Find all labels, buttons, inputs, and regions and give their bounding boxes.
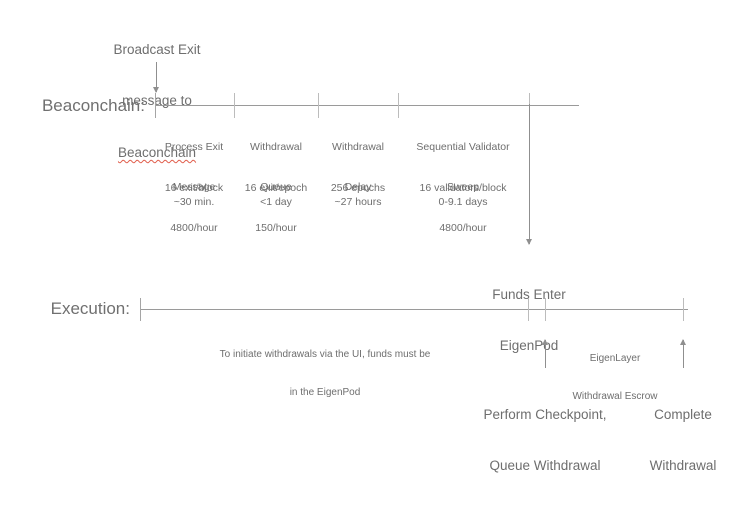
funds-enter-line1: Funds Enter xyxy=(492,286,566,302)
complete-line2: Withdrawal xyxy=(649,458,717,474)
segment-2-title-line2: Delay xyxy=(344,181,372,194)
segment-3-rate-line1: 16 validators/block xyxy=(419,181,507,194)
complete-line1: Complete xyxy=(654,406,712,422)
segment-0-title-line1: Process Exit xyxy=(164,140,224,153)
checkpoint-line1: Perform Checkpoint, xyxy=(483,406,607,422)
segment-1-rate-line1: 16 exit/epoch xyxy=(244,181,308,194)
eigenlayer-withdrawal-escrow-label: EigenLayer Withdrawal Escrow xyxy=(555,327,675,429)
beaconchain-segment-0-title: Process Exit Message xyxy=(151,114,237,222)
beaconchain-row-label: Beaconchain: xyxy=(41,96,145,115)
beaconchain-segment-1-title: Withdrawal Queue xyxy=(233,114,319,222)
beaconchain-tick-0 xyxy=(155,93,156,118)
beaconchain-segment-2-title: Withdrawal Delay xyxy=(315,114,401,222)
complete-withdrawal-label: Complete Withdrawal xyxy=(633,371,733,509)
beaconchain-segment-0-duration: ~30 min. xyxy=(173,196,215,208)
checkpoint-line2: Queue Withdrawal xyxy=(489,458,601,474)
segment-0-rate-line1: 16 exit/block xyxy=(164,181,224,194)
beaconchain-segment-2-duration: ~27 hours xyxy=(334,196,382,208)
broadcast-exit-callout: Broadcast Exit message to Beaconchain xyxy=(92,6,222,196)
execution-timeline-axis xyxy=(140,309,688,310)
execution-note-line2: in the EigenPod xyxy=(289,386,361,398)
funds-enter-eigenpod-arrow xyxy=(526,104,532,245)
perform-checkpoint-label: Perform Checkpoint, Queue Withdrawal xyxy=(470,371,620,509)
beaconchain-tick-3 xyxy=(398,93,399,118)
beaconchain-timeline-axis xyxy=(155,105,579,106)
execution-eigenpod-note: To initiate withdrawals via the UI, fund… xyxy=(195,323,455,425)
escrow-line1: EigenLayer xyxy=(589,352,641,364)
beaconchain-segment-3-title: Sequential Validator Sweep xyxy=(398,114,528,222)
execution-row-label: Execution: xyxy=(50,299,130,318)
beaconchain-tick-1 xyxy=(234,93,235,118)
beaconchain-segment-0-rate: 16 exit/block 4800/hour xyxy=(151,155,237,263)
beaconchain-segment-3-rate: 16 validators/block 4800/hour xyxy=(398,155,528,263)
broadcast-exit-line2: message to xyxy=(122,93,192,109)
broadcast-exit-line1: Broadcast Exit xyxy=(113,41,201,57)
segment-1-title-line1: Withdrawal xyxy=(250,140,302,153)
segment-1-rate-line2: 150/hour xyxy=(255,222,297,235)
segment-3-title-line2: Sweep xyxy=(446,181,480,194)
execution-note-line1: To initiate withdrawals via the UI, fund… xyxy=(219,348,431,360)
execution-tick-complete xyxy=(683,298,684,321)
broadcast-exit-line3: Beaconchain xyxy=(117,145,197,161)
segment-0-rate-line2: 4800/hour xyxy=(170,222,218,235)
segment-3-rate-line2: 4800/hour xyxy=(439,222,487,235)
complete-withdrawal-arrow xyxy=(680,339,686,368)
funds-enter-eigenpod-label: Funds Enter EigenPod xyxy=(466,251,592,389)
beaconchain-segment-2-rate: 256 epochs xyxy=(315,155,401,222)
segment-3-title-line1: Sequential Validator xyxy=(416,140,510,153)
segment-1-title-line2: Queue xyxy=(260,181,292,194)
escrow-line2: Withdrawal Escrow xyxy=(572,390,658,402)
diagram-canvas: Broadcast Exit message to Beaconchain Be… xyxy=(41,6,716,474)
execution-tick-checkpoint xyxy=(545,298,546,321)
perform-checkpoint-arrow xyxy=(542,339,548,368)
segment-2-rate-line1: 256 epochs xyxy=(330,181,386,194)
beaconchain-tick-2 xyxy=(318,93,319,118)
broadcast-to-beaconchain-arrow xyxy=(153,62,159,93)
segment-0-title-line2: Message xyxy=(172,181,216,194)
segment-2-title-line1: Withdrawal xyxy=(332,140,384,153)
beaconchain-segment-3-duration: 0-9.1 days xyxy=(438,196,488,208)
execution-tick-start xyxy=(140,298,141,321)
beaconchain-segment-1-rate: 16 exit/epoch 150/hour xyxy=(233,155,319,263)
beaconchain-segment-1-duration: <1 day xyxy=(260,196,292,208)
execution-tick-funds-arrive xyxy=(528,298,529,321)
